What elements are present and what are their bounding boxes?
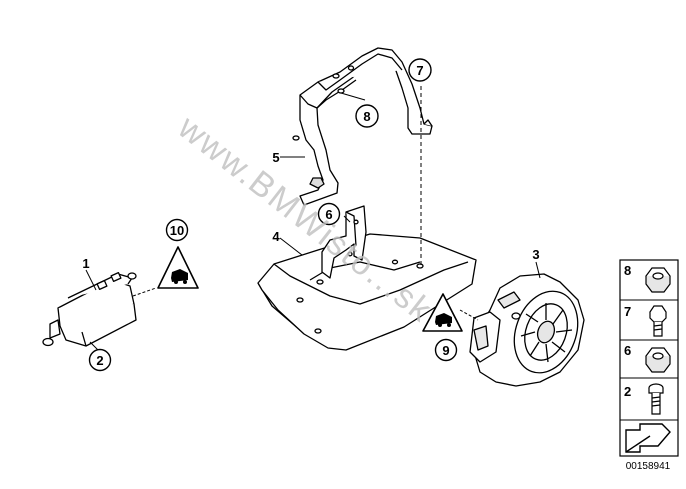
callout-6[interactable]: 6	[317, 202, 341, 226]
leader-4	[279, 237, 303, 256]
hex-nut-icon	[645, 347, 671, 373]
callout-8-label: 8	[363, 109, 370, 124]
bolt-icon	[648, 383, 664, 415]
legend-row-2[interactable]: 2	[624, 383, 664, 415]
parts-legend: 8 7 6 2	[619, 259, 679, 457]
callout-2-label: 2	[96, 353, 103, 368]
callout-7-label: 7	[416, 63, 423, 78]
screw-icon	[649, 305, 667, 337]
callout-9-label: 9	[442, 343, 449, 358]
leader-6	[343, 215, 351, 223]
leader-10	[132, 287, 157, 297]
leader-1	[85, 269, 97, 291]
callout-6-label: 6	[325, 207, 332, 222]
hex-nut-icon	[645, 267, 671, 293]
legend-row-7[interactable]: 7	[624, 304, 667, 337]
control-module	[42, 271, 137, 347]
label-4[interactable]: 4	[272, 229, 280, 244]
label-5[interactable]: 5	[272, 150, 279, 165]
warning-triangle-icon	[422, 293, 463, 332]
leader-8	[340, 92, 366, 101]
warning-triangle-icon	[157, 246, 199, 289]
diagram-id: 00158941	[625, 461, 671, 472]
leader-9	[459, 309, 479, 321]
callout-2[interactable]: 2	[88, 348, 112, 372]
legend-num: 2	[624, 384, 631, 399]
leader-3	[535, 261, 541, 279]
callout-9[interactable]: 9	[434, 338, 458, 362]
legend-num: 6	[624, 343, 631, 358]
mounting-bracket	[292, 47, 433, 206]
callout-10-label: 10	[170, 223, 184, 238]
legend-num: 7	[624, 304, 631, 319]
legend-num: 8	[624, 263, 631, 278]
legend-row-8[interactable]: 8	[624, 263, 671, 293]
alarm-siren	[469, 273, 585, 387]
legend-row-6[interactable]: 6	[624, 343, 671, 373]
callout-7[interactable]: 7	[408, 58, 432, 82]
callout-10[interactable]: 10	[165, 218, 189, 242]
label-3[interactable]: 3	[532, 247, 539, 262]
callout-8[interactable]: 8	[355, 104, 379, 128]
label-1[interactable]: 1	[82, 256, 89, 271]
arrow-icon	[625, 423, 671, 453]
leader-2	[89, 341, 99, 351]
